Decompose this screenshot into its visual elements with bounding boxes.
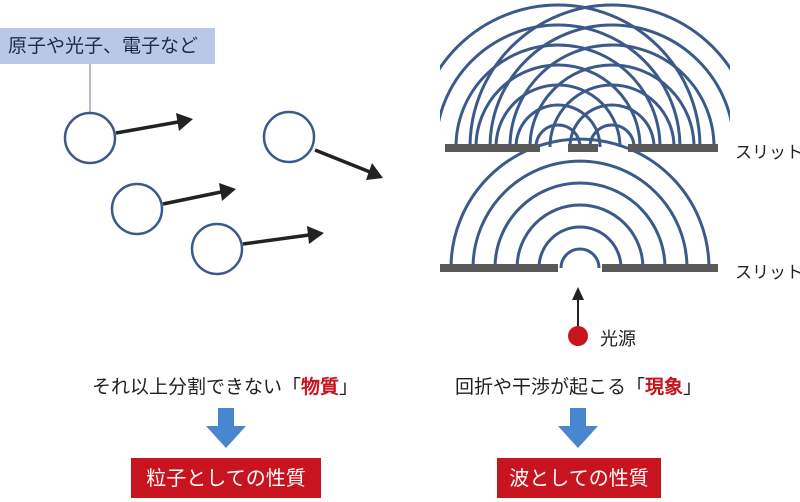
particle-caption-pre: それ以上分割できない「	[92, 376, 302, 398]
particle-label: 原子や光子、電子など	[0, 28, 215, 64]
particle-arrow-head	[366, 163, 383, 180]
slit-label-upper: スリット	[735, 143, 800, 163]
particle-circle	[190, 222, 244, 276]
upper-slit	[445, 144, 718, 152]
particle-circle	[63, 111, 117, 165]
upper-waves	[440, 3, 730, 147]
light-source-label: 光源	[600, 329, 636, 350]
down-arrow-right	[558, 408, 598, 448]
particle-arrow-head	[307, 226, 324, 244]
lower-slit	[440, 264, 718, 272]
particle-circle	[110, 182, 164, 236]
particle-caption-highlight: 物質	[301, 376, 340, 398]
particle-caption-post: 」	[339, 376, 359, 398]
wave-result-box: 波としての性質	[497, 458, 661, 498]
particle-arrow-head	[219, 183, 236, 201]
particle-caption: それ以上分割できない「物質」	[92, 372, 358, 399]
particle-group	[63, 110, 383, 276]
wave-caption-highlight: 現象	[645, 376, 684, 398]
lower-waves	[449, 137, 711, 269]
wave-caption-post: 」	[683, 376, 703, 398]
particle-arrow-shaft	[314, 148, 371, 174]
particle-arrow-shaft	[115, 120, 179, 135]
wave-caption: 回折や干渉が起こる「現象」	[455, 372, 702, 399]
light-source-dot	[568, 326, 588, 346]
particle-circle	[262, 110, 316, 164]
slit-label-lower: スリット	[735, 263, 800, 283]
particle-arrow-shaft	[242, 233, 310, 246]
down-arrow-left	[206, 408, 246, 448]
source-arrow-head	[572, 287, 584, 300]
particle-arrow-shaft	[162, 190, 222, 206]
wave-caption-pre: 回折や干渉が起こる「	[455, 376, 646, 398]
particle-result-box: 粒子としての性質	[131, 458, 321, 498]
particle-arrow-head	[176, 113, 193, 131]
